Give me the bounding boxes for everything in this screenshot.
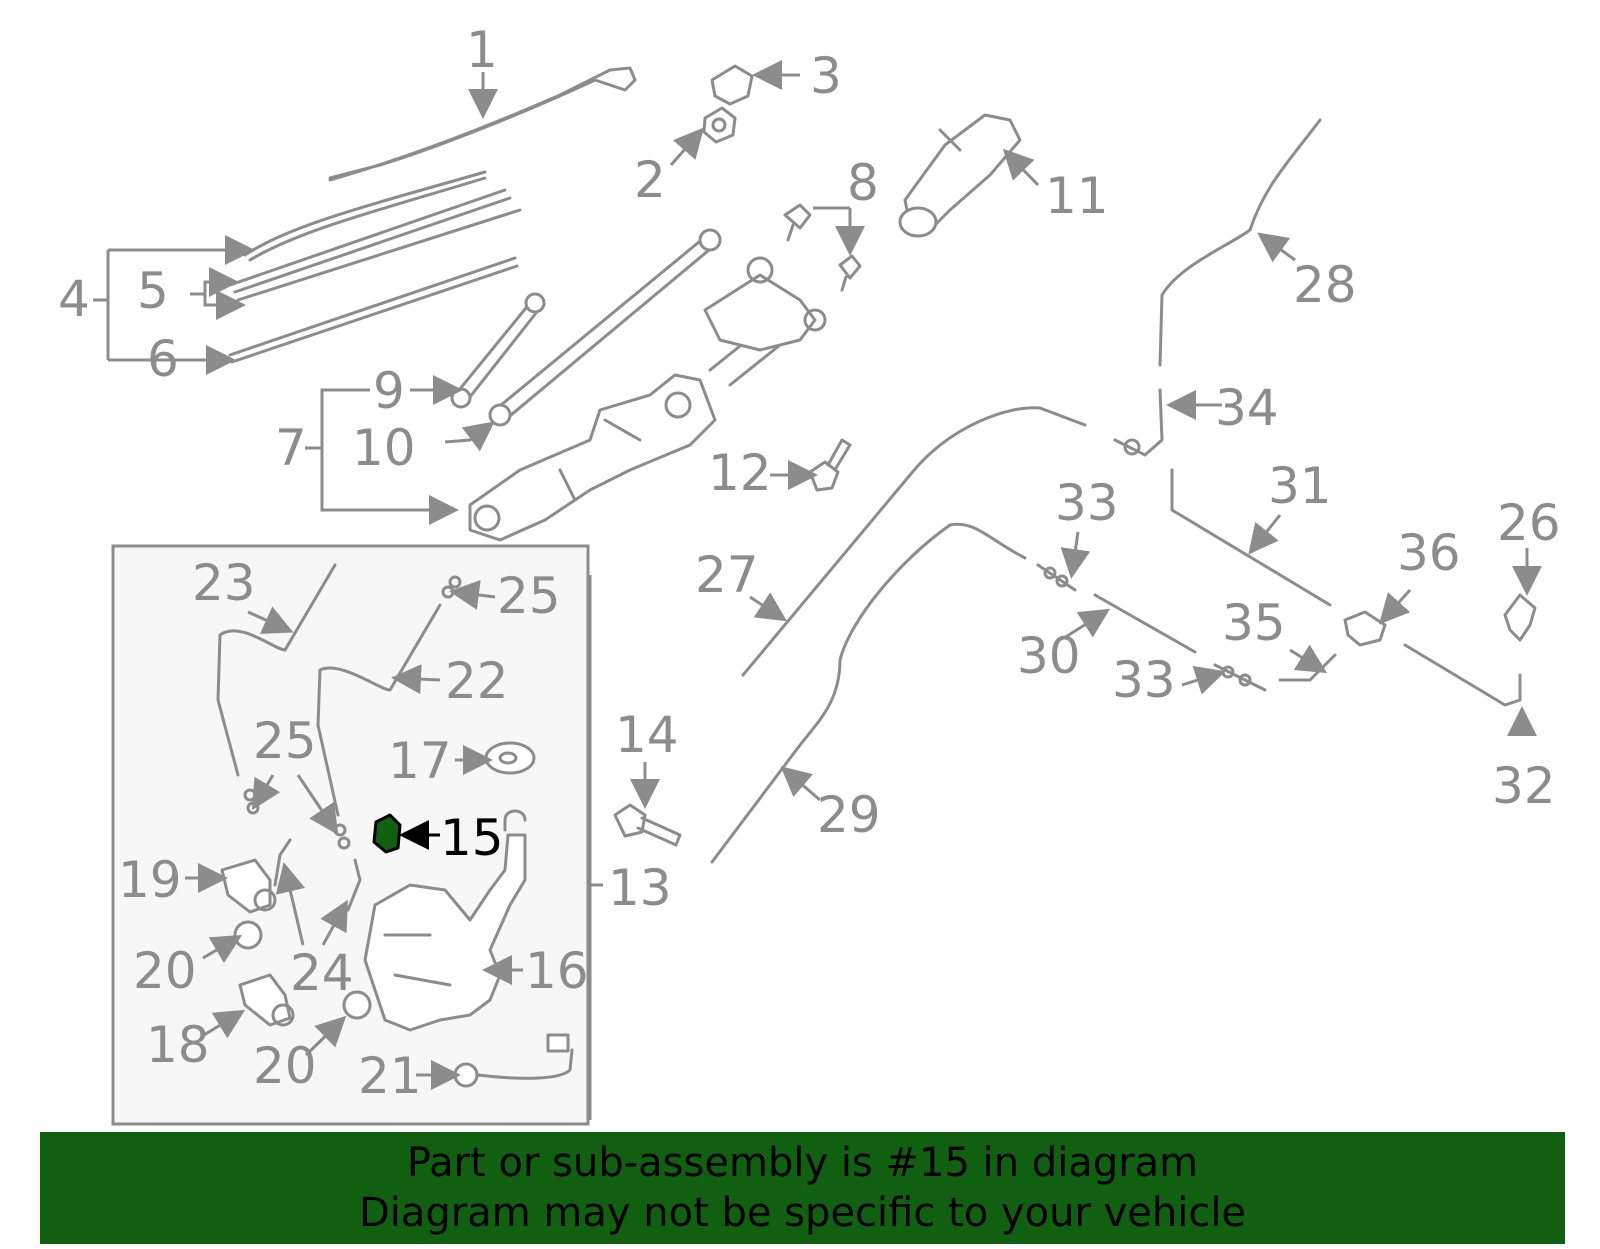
highlighted-part-15[interactable] <box>372 813 402 854</box>
parts-diagram: 1 2 3 4 5 6 7 8 9 10 11 12 13 14 15 16 1… <box>58 21 1561 1126</box>
hose-23-part <box>216 563 337 777</box>
callout-16: 16 <box>525 942 589 1000</box>
callout-24: 24 <box>290 944 354 1002</box>
callout-6: 6 <box>147 330 179 388</box>
callout-25a: 25 <box>497 567 561 625</box>
nozzle-26-part <box>1503 593 1537 642</box>
callout-12: 12 <box>708 444 772 502</box>
callout-34: 34 <box>1215 379 1279 437</box>
callout-30: 30 <box>1017 627 1081 685</box>
callout-17: 17 <box>388 732 452 790</box>
callout-15[interactable]: 15 <box>440 809 504 867</box>
hose-34-part <box>1113 388 1164 457</box>
callout-5: 5 <box>137 262 169 320</box>
callout-32: 32 <box>1492 757 1556 815</box>
linkage-rod-9-part <box>450 292 546 409</box>
callout-35: 35 <box>1222 594 1286 652</box>
wiper-arm-part <box>328 66 637 182</box>
callout-2: 2 <box>634 151 666 209</box>
callout-11: 11 <box>1045 167 1109 225</box>
callout-33a: 33 <box>1055 474 1119 532</box>
hose-32-part <box>1403 643 1522 707</box>
hose-35-part <box>1278 653 1337 682</box>
hose-22-part <box>316 603 442 817</box>
hose-27-part <box>741 406 1087 677</box>
callout-33b: 33 <box>1112 651 1176 709</box>
washer-pump-18-part <box>238 973 295 1027</box>
callout-26: 26 <box>1497 494 1561 552</box>
hose-30-part <box>1093 593 1197 654</box>
hose-31-part <box>1170 468 1332 607</box>
callout-20a: 20 <box>133 942 197 1000</box>
callout-22: 22 <box>445 652 509 710</box>
banner-line-1: Part or sub-assembly is #15 in diagram <box>406 1140 1199 1186</box>
callout-21: 21 <box>358 1047 422 1105</box>
wiper-motor-part <box>898 113 1022 238</box>
hose-29-part <box>710 522 1027 864</box>
grommet-20-part <box>233 920 372 1020</box>
callout-27: 27 <box>695 546 759 604</box>
callout-19: 19 <box>118 851 182 909</box>
callout-29: 29 <box>817 786 881 844</box>
callout-20b: 20 <box>253 1037 317 1095</box>
callout-18: 18 <box>146 1016 210 1074</box>
callout-7: 7 <box>275 419 307 477</box>
callout-9: 9 <box>373 362 405 420</box>
bolt-12-part <box>808 438 852 492</box>
wiper-linkage-part <box>468 256 827 542</box>
callout-3: 3 <box>810 47 842 105</box>
callout-14: 14 <box>615 706 679 764</box>
callout-31: 31 <box>1268 457 1332 515</box>
cap-17-part <box>484 741 536 775</box>
callout-10: 10 <box>352 419 416 477</box>
callout-13: 13 <box>608 859 672 917</box>
banner-line-2: Diagram may not be specific to your vehi… <box>358 1190 1247 1236</box>
wiper-blade-part <box>228 170 522 364</box>
callout-4: 4 <box>58 270 90 328</box>
nut-part <box>702 106 737 144</box>
cap-part <box>710 64 754 106</box>
info-banner: Part or sub-assembly is #15 in diagram D… <box>40 1132 1565 1244</box>
callout-1: 1 <box>466 21 498 79</box>
leader-lines <box>93 60 1542 1120</box>
callout-8: 8 <box>847 154 879 212</box>
bolt-14-part <box>613 803 682 847</box>
callout-36: 36 <box>1397 524 1461 582</box>
hose-28-part <box>1158 118 1322 367</box>
callout-28: 28 <box>1293 256 1357 314</box>
linkage-rod-10-part <box>488 228 722 427</box>
connector-36-part <box>1343 610 1387 647</box>
callout-25b: 25 <box>253 712 317 770</box>
washer-pump-19-part <box>220 858 277 914</box>
callout-23: 23 <box>192 554 256 612</box>
